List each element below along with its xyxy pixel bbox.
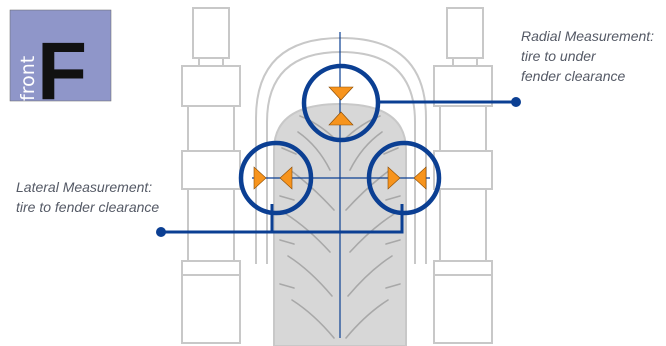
lateral-left-arrow-inner-icon: [279, 166, 293, 190]
right-fork: [433, 7, 493, 344]
left-fork: [181, 7, 241, 344]
measurement-arrows: [253, 86, 427, 190]
lateral-label-line2: tire to fender clearance: [16, 199, 160, 215]
radial-leader-dot: [511, 97, 521, 107]
front-badge: front F: [9, 9, 112, 117]
badge-letter: F: [37, 26, 87, 117]
radial-label-line1: Radial Measurement:: [521, 28, 655, 44]
radial-arrow-down-icon: [328, 86, 354, 101]
radial-label-line2: tire to under: [521, 48, 596, 64]
lateral-right-measurement-circle: [366, 140, 442, 216]
lateral-right-arrow-outer-icon: [413, 166, 427, 190]
fender: [255, 36, 427, 264]
lateral-left-measurement-circle: [238, 140, 314, 216]
radial-label-line3: fender clearance: [521, 68, 626, 84]
radial-measurement-circle: [301, 63, 381, 143]
lateral-right-arrow-inner-icon: [387, 166, 401, 190]
lateral-label-line1: Lateral Measurement:: [16, 179, 153, 195]
lateral-leader-dot: [156, 227, 166, 237]
radial-measurement-label: Radial Measurement: tire to under fender…: [521, 26, 654, 86]
badge-vertical-text: front: [17, 56, 39, 101]
lateral-measurement-label: Lateral Measurement: tire to fender clea…: [16, 177, 159, 217]
measurement-circles: [238, 63, 442, 216]
lateral-left-arrow-outer-icon: [253, 166, 267, 190]
radial-arrow-up-icon: [328, 111, 354, 126]
